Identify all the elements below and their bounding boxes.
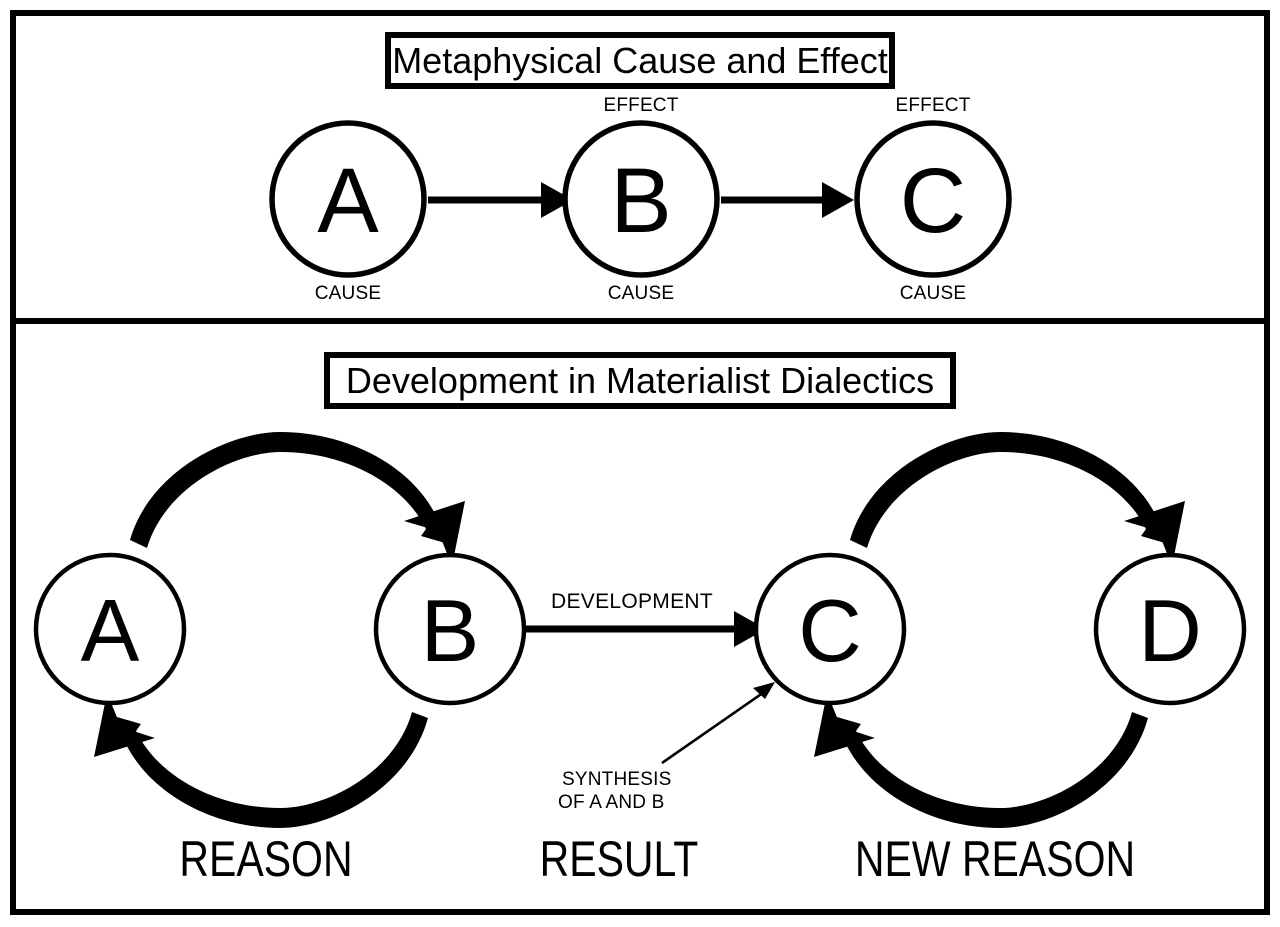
node-c-label-below: CAUSE	[900, 283, 966, 304]
arrow-head	[734, 611, 766, 647]
panel-dialectics: Development in Materialist Dialectics A	[33, 352, 1247, 887]
development-label: DEVELOPMENT	[551, 590, 713, 613]
node-b-label-below: CAUSE	[608, 283, 674, 304]
curved-arrow-body	[830, 712, 1148, 828]
caption-reason: REASON	[179, 831, 352, 887]
arrow-metaphysical-b-to-c	[721, 182, 854, 218]
arrow-development-b-to-c: DEVELOPMENT	[524, 590, 766, 647]
arrow-metaphysical-a-to-b	[428, 182, 573, 218]
node-dialectics-d: D	[1093, 552, 1247, 706]
curved-arrow-head	[404, 501, 465, 566]
title-box-rect	[324, 352, 956, 409]
annotation-synthesis-line2: OF A AND B	[558, 792, 665, 813]
cycle-right-arrow-d-to-c	[814, 693, 1148, 828]
panel-dialectics-title-box: Development in Materialist Dialectics	[324, 352, 956, 409]
panel-dialectics-title: Development in Materialist Dialectics	[346, 360, 934, 401]
cycle-left-arrow-b-to-a	[94, 693, 428, 828]
curved-arrow-body	[130, 432, 452, 548]
annotation-arrow-head	[753, 682, 775, 699]
arrow-head	[541, 182, 573, 218]
node-metaphysical-c: EFFECT C CAUSE	[854, 95, 1012, 304]
caption-new-reason: NEW REASON	[855, 831, 1135, 887]
node-circle	[753, 552, 907, 706]
node-metaphysical-a: A CAUSE	[269, 120, 427, 304]
node-metaphysical-b: EFFECT B CAUSE	[562, 95, 720, 304]
cycle-left-arrow-a-to-b	[130, 432, 465, 566]
node-letter-d: D	[1138, 581, 1202, 680]
node-circle	[33, 552, 187, 706]
node-dialectics-c: C	[753, 552, 907, 706]
curved-arrow-body	[850, 432, 1172, 548]
node-dialectics-a: A	[33, 552, 187, 706]
curved-arrow-body	[110, 712, 428, 828]
node-circle	[854, 120, 1012, 278]
curved-arrow-head	[814, 693, 875, 757]
node-letter-a: A	[317, 150, 379, 252]
node-dialectics-b: B	[373, 552, 527, 706]
caption-result: RESULT	[540, 831, 699, 887]
curved-arrow-head	[94, 693, 155, 757]
title-box-rect	[385, 32, 895, 89]
cycle-right-arrow-c-to-d	[850, 432, 1185, 566]
panel-metaphysical-title: Metaphysical Cause and Effect	[392, 40, 888, 81]
panel-metaphysical-title-box: Metaphysical Cause and Effect	[385, 32, 895, 89]
annotation-leader-line	[661, 688, 768, 765]
outer-frame	[10, 10, 1270, 915]
node-letter-c: C	[900, 150, 966, 252]
node-circle	[1093, 552, 1247, 706]
node-a-label-below: CAUSE	[315, 283, 381, 304]
node-b-label-above: EFFECT	[603, 95, 678, 116]
annotation-synthesis-line1: SYNTHESIS	[562, 769, 672, 790]
node-circle	[562, 120, 720, 278]
curved-arrow-head	[1124, 501, 1185, 566]
node-letter-b: B	[421, 581, 480, 680]
arrow-head	[822, 182, 854, 218]
annotation-synthesis: SYNTHESIS OF A AND B	[558, 682, 775, 813]
node-circle	[269, 120, 427, 278]
node-c-label-above: EFFECT	[895, 95, 970, 116]
panel-metaphysical: Metaphysical Cause and Effect A CAUSE EF…	[269, 32, 1012, 304]
node-letter-c: C	[798, 581, 862, 680]
node-letter-a: A	[81, 581, 140, 680]
node-letter-b: B	[610, 150, 671, 252]
